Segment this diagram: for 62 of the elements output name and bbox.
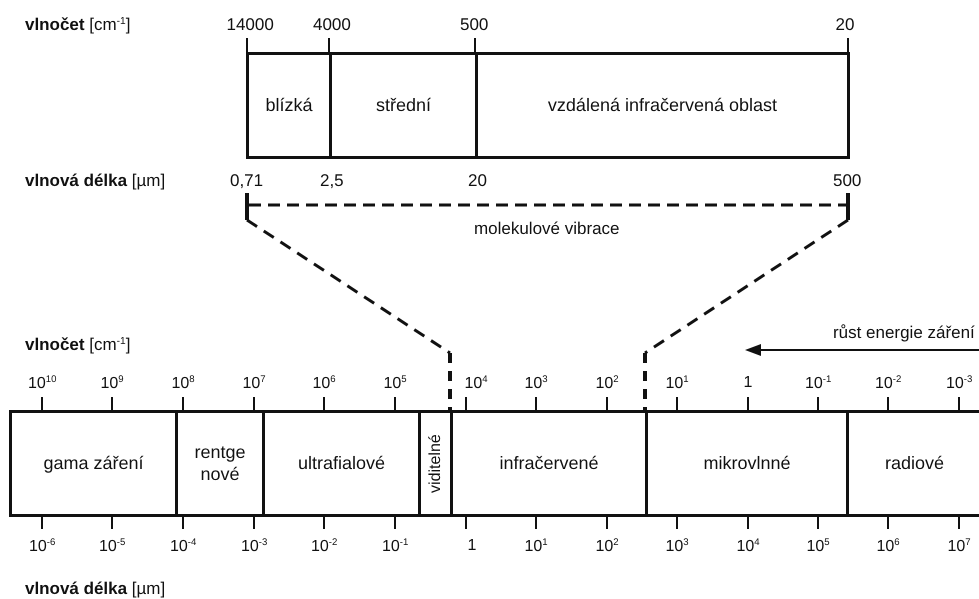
tick-label: 10$^{-5}$ (99, 538, 126, 554)
tick-label: 1 (468, 538, 476, 554)
tick-label: 10$^{-2}$ (311, 538, 338, 554)
band-cell (475, 52, 850, 159)
region-label: viditelné (426, 434, 445, 493)
tick-label: 10$^{6}$ (312, 374, 336, 392)
axis-title: vlnová délka [µm] (25, 580, 166, 596)
tick-label: 4000 (313, 16, 351, 32)
tick-label: 10$^{1}$ (524, 538, 548, 554)
axis-title: vlnočet [cm$^{-1}$] (25, 336, 130, 352)
tick-label: 20 (468, 172, 487, 188)
tick-label: 10$^{10}$ (28, 374, 56, 392)
tick-label: 500 (833, 172, 862, 188)
region-label: radiové (884, 452, 944, 474)
axis-title: vlnočet [cm$^{-1}$] (25, 16, 130, 32)
tick-label: 10$^{4}$ (464, 374, 488, 392)
tick-label: 10$^{-6}$ (29, 538, 56, 554)
region-label: vzdálená infračervená oblast (548, 94, 778, 116)
tick-label: 10$^{6}$ (876, 538, 900, 554)
tick-label: 10$^{-2}$ (875, 374, 902, 392)
region-label: infračervené (499, 452, 599, 474)
spectrum-region (175, 410, 265, 517)
tick-label: 10$^{5}$ (384, 374, 407, 392)
tick-label: 500 (460, 16, 488, 32)
tick-label: 10$^{-3}$ (946, 374, 972, 392)
tick-label: 10$^{7}$ (242, 374, 266, 392)
tick-label: 10$^{2}$ (596, 538, 619, 554)
spectrum-region (450, 410, 648, 517)
tick-label: 2,5 (320, 172, 344, 188)
spectrum-region (846, 410, 979, 517)
axis-title: vlnová délka [µm] (25, 172, 166, 188)
tick-label: 20 (836, 16, 854, 32)
tick-label: 10$^{-1}$ (382, 538, 408, 554)
tick-label: 10$^{7}$ (948, 538, 971, 554)
tick-label: 10$^{-4}$ (170, 538, 196, 554)
tick-label: 10$^{2}$ (596, 374, 619, 392)
spectrum-region (418, 410, 453, 517)
region-label: střední (376, 94, 432, 116)
region-label: ultrafialové (298, 452, 386, 474)
tick-label: 10$^{3}$ (666, 538, 689, 554)
tick-label: 10$^{3}$ (524, 374, 548, 392)
arrow-label: růst energie záření (833, 324, 975, 340)
region-label: blízká (265, 94, 313, 116)
tick-label: 10$^{5}$ (806, 538, 830, 554)
tick-label: 1 (744, 375, 752, 391)
region-label: mikrovlnné (703, 452, 791, 474)
tick-label: 10$^{9}$ (100, 374, 124, 392)
spectrum-region (645, 410, 849, 517)
spectrum-region (9, 410, 178, 517)
tick-label: 10$^{8}$ (172, 374, 195, 392)
region-label: gama záření (43, 452, 144, 474)
band-cell (329, 52, 478, 159)
tick-label: 14000 (226, 16, 274, 32)
region-label: rentge nové (193, 442, 247, 486)
tick-label: 10$^{1}$ (666, 374, 689, 392)
band-cell (246, 52, 332, 159)
tick-label: 10$^{-3}$ (241, 538, 268, 554)
bracket-label: molekulové vibrace (474, 220, 620, 236)
tick-label: 10$^{4}$ (736, 538, 760, 554)
spectrum-region (262, 410, 421, 517)
tick-label: 0,71 (230, 172, 264, 188)
tick-label: 10$^{-1}$ (805, 374, 832, 392)
